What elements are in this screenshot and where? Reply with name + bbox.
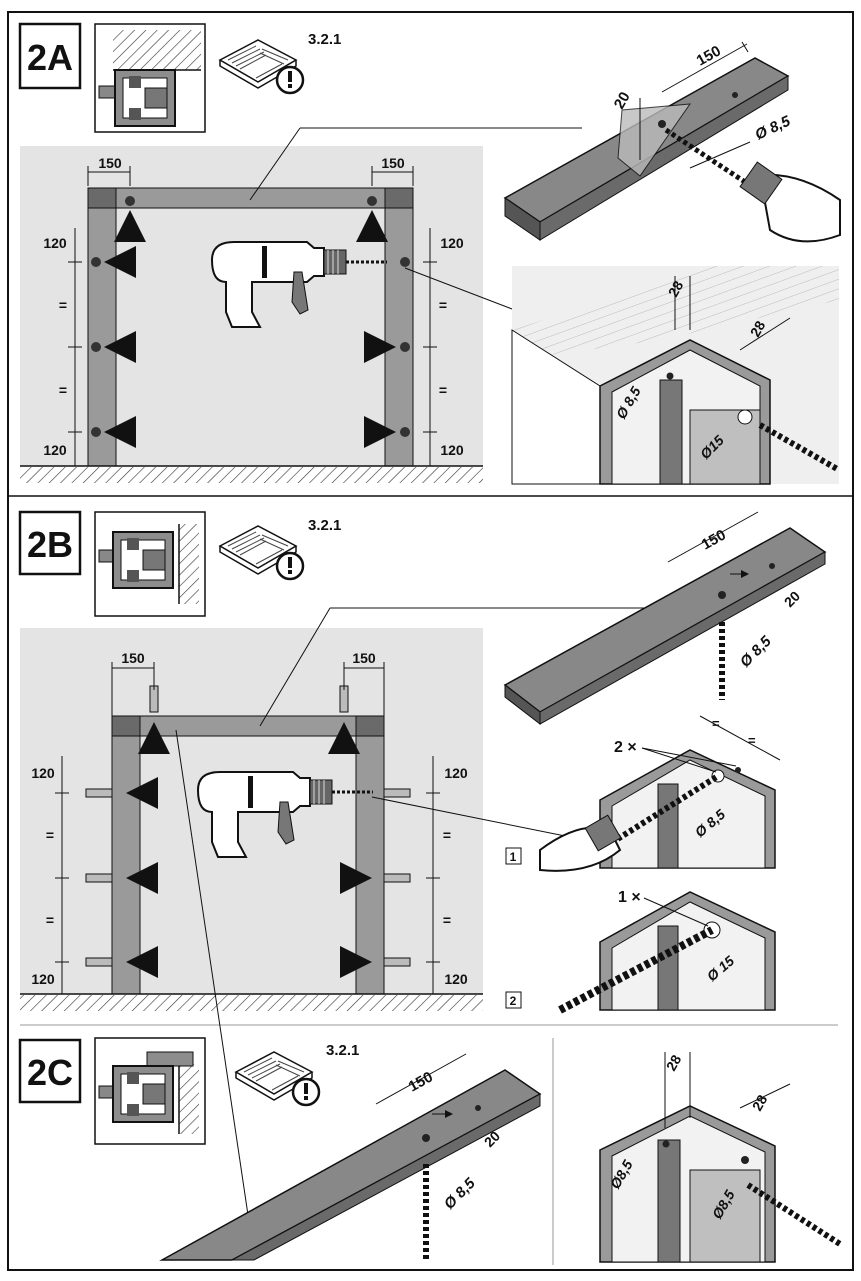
post-detail-2b-step1: 2 × = = Ø 8,5 1: [505, 715, 781, 872]
svg-text:28: 28: [663, 1052, 685, 1074]
detail-inset: [94, 511, 206, 617]
page-border: [7, 11, 854, 1271]
step-label-box: [18, 22, 82, 90]
svg-text:120: 120: [31, 765, 55, 781]
svg-text:150: 150: [352, 650, 376, 666]
manual-ref: 3.2.1: [308, 31, 341, 48]
svg-text:20: 20: [781, 588, 803, 610]
svg-text:28: 28: [749, 1092, 771, 1114]
manual-book-icon: [218, 38, 305, 95]
svg-text:120: 120: [31, 971, 55, 987]
post-detail-2b-step2: 1 × Ø 15 2: [505, 889, 776, 1014]
svg-text:2: 2: [510, 994, 517, 1008]
svg-text:=: =: [443, 912, 451, 928]
floor-hatch: [20, 467, 483, 483]
manual-ref: 3.2.1: [326, 1042, 359, 1059]
svg-text:150: 150: [381, 155, 405, 171]
svg-text:=: =: [59, 297, 67, 313]
svg-text:150: 150: [406, 1068, 436, 1095]
svg-text:=: =: [748, 733, 756, 748]
svg-text:1: 1: [510, 850, 517, 864]
detail-inset: [94, 1037, 206, 1145]
svg-text:120: 120: [444, 765, 468, 781]
detail-inset: [94, 23, 206, 133]
section-2b: 2B 3.2.1: [18, 510, 827, 1216]
post-detail-2c: 28 28 Ø8,5 Ø8,5: [599, 1052, 842, 1263]
svg-text:Ø 8,5: Ø 8,5: [441, 1174, 479, 1212]
top-rail: [87, 187, 414, 209]
svg-text:Ø 8,5: Ø 8,5: [753, 112, 794, 143]
svg-text:150: 150: [121, 650, 145, 666]
svg-text:=: =: [439, 297, 447, 313]
svg-text:=: =: [443, 827, 451, 843]
svg-text:2 ×: 2 ×: [614, 739, 637, 756]
svg-text:Ø 8,5: Ø 8,5: [737, 632, 775, 670]
step-label-2b: 2B: [27, 524, 73, 565]
svg-text:=: =: [712, 716, 720, 731]
post-detail-2a: 28 28 Ø 8,5 Ø15: [511, 266, 841, 485]
section-2c: 2C 3.2.1 150 20 Ø 8,5: [18, 1037, 842, 1263]
arrow-icon: [126, 722, 372, 978]
right-post: [355, 735, 385, 995]
hatched-wall-icon: [179, 524, 199, 604]
svg-text:28: 28: [747, 318, 769, 340]
svg-text:120: 120: [440, 442, 464, 458]
rail-detail-2a: 150 20 Ø 8,5: [503, 41, 841, 243]
svg-text:=: =: [439, 382, 447, 398]
svg-text:120: 120: [43, 442, 67, 458]
svg-text:20: 20: [611, 89, 634, 112]
arrow-icon: [104, 210, 396, 448]
svg-text:=: =: [59, 382, 67, 398]
manual-book-icon: [234, 1050, 321, 1107]
svg-text:150: 150: [98, 155, 122, 171]
svg-text:120: 120: [43, 235, 67, 251]
hatched-wall-icon: [113, 30, 201, 70]
step-label-2c: 2C: [27, 1052, 73, 1093]
floor-hatch: [20, 995, 483, 1011]
svg-text:=: =: [46, 912, 54, 928]
manual-ref: 3.2.1: [308, 517, 341, 534]
svg-text:28: 28: [665, 278, 687, 300]
right-post: [384, 207, 414, 467]
left-post: [87, 207, 117, 467]
left-post: [111, 735, 141, 995]
svg-text:1 ×: 1 ×: [618, 889, 641, 906]
svg-text:150: 150: [694, 42, 724, 69]
step-label-2a: 2A: [27, 37, 73, 78]
section-2a: 2A 3.2.1: [18, 22, 841, 485]
step-label-box: [18, 510, 82, 576]
rail-detail-2b: 150 20 Ø 8,5: [503, 511, 827, 726]
svg-text:=: =: [46, 827, 54, 843]
step-label-box: [18, 1038, 82, 1104]
svg-text:120: 120: [440, 235, 464, 251]
manual-book-icon: [218, 524, 305, 581]
rail-detail-2c: 150 20 Ø 8,5: [159, 1053, 542, 1262]
svg-text:120: 120: [444, 971, 468, 987]
hatched-wall-icon: [179, 1064, 199, 1134]
